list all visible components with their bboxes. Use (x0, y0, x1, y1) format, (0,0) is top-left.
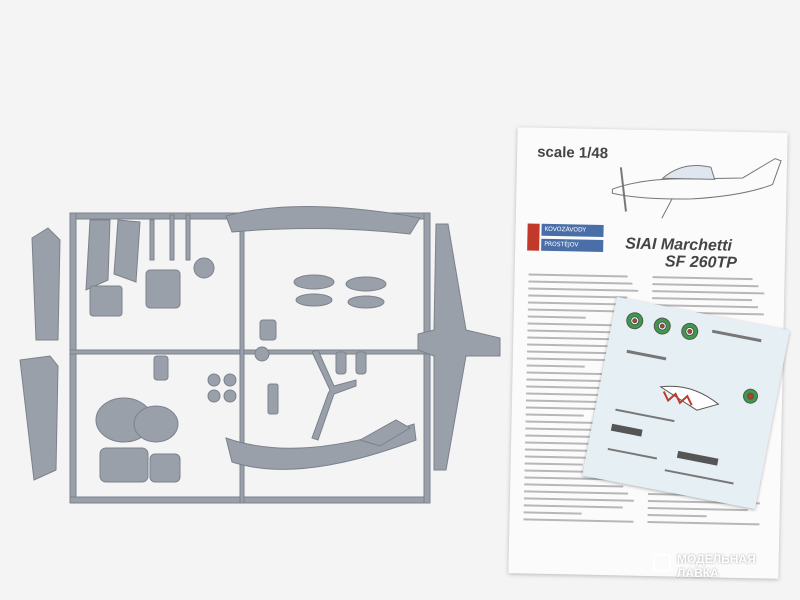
wheel-part (207, 373, 221, 387)
text-line (524, 490, 629, 495)
fin-part (85, 219, 111, 291)
sprue-bar (69, 349, 431, 355)
wing-part (31, 227, 61, 341)
kit-title-line-1: SIAI Marchetti (625, 235, 733, 255)
text-line (528, 287, 639, 292)
wheel-part (254, 346, 270, 362)
small-part (355, 351, 367, 375)
text-line (526, 364, 585, 368)
text-line (524, 483, 624, 488)
cockpit-tub (149, 453, 181, 483)
cockpit-tub (99, 447, 149, 483)
decal-sheet (582, 296, 790, 510)
nacelle-part (347, 295, 385, 309)
text-line (652, 290, 765, 295)
watermark-logo-icon (653, 554, 671, 572)
small-part (267, 383, 279, 415)
fin-part (358, 419, 411, 447)
propeller-part (311, 349, 357, 441)
text-line (647, 514, 707, 518)
strut-part (149, 219, 155, 261)
wheel-part (223, 389, 237, 403)
instruction-sheet: scale 1/48 KOVOZÁVODY PROSTĚJOV SIAI Mar… (508, 127, 788, 579)
text-line (647, 521, 760, 526)
strut-part (185, 214, 191, 261)
text-line (523, 511, 582, 515)
watermark-line-1: МОДЕЛЬНАЯ (677, 552, 756, 566)
text-line (652, 297, 753, 302)
sprue-bar (69, 212, 77, 504)
text-line (523, 497, 634, 502)
text-line (527, 315, 586, 319)
strut-part (169, 214, 175, 261)
text-line (524, 462, 583, 466)
decal-markings (607, 312, 762, 485)
text-line (652, 276, 753, 281)
text-line (528, 294, 628, 299)
fuselage-half (225, 423, 417, 470)
wheel-part (193, 257, 215, 279)
seat-part (133, 405, 179, 443)
text-line (528, 280, 633, 285)
sprue-bar (69, 496, 431, 504)
scale-label: scale 1/48 (537, 143, 609, 163)
text-line (647, 507, 748, 512)
fuselage-half (225, 205, 421, 235)
text-line (523, 518, 634, 523)
small-part (153, 355, 169, 381)
watermark-line-2: ЛАВКА (677, 566, 719, 580)
text-line (528, 273, 628, 278)
panel-part (89, 285, 123, 317)
panel-part (145, 269, 181, 309)
brand-line-2: PROSTĚJOV (541, 238, 604, 253)
small-part (259, 319, 277, 341)
wing-part (19, 355, 59, 481)
brand-logo: KOVOZÁVODY PROSTĚJOV (527, 223, 604, 255)
wheel-part (223, 373, 237, 387)
watermark: МОДЕЛЬНАЯ ЛАВКА (653, 552, 756, 580)
brand-line-1: KOVOZÁVODY (541, 223, 604, 238)
wheel-part (207, 389, 221, 403)
sprue-bar (423, 212, 431, 504)
nacelle-part (345, 276, 387, 292)
text-line (525, 413, 584, 417)
kit-title: SIAI Marchetti SF 260TP (625, 236, 738, 272)
brand-k-mark (527, 223, 540, 251)
aircraft-profile-drawing (611, 158, 782, 219)
fin-part (113, 219, 141, 283)
nacelle-part (293, 274, 335, 290)
kit-title-line-2: SF 260TP (664, 253, 738, 272)
text-line (523, 504, 623, 509)
small-part (335, 351, 347, 375)
wing-part (417, 223, 501, 471)
text-line (652, 283, 759, 288)
nacelle-part (295, 293, 333, 307)
